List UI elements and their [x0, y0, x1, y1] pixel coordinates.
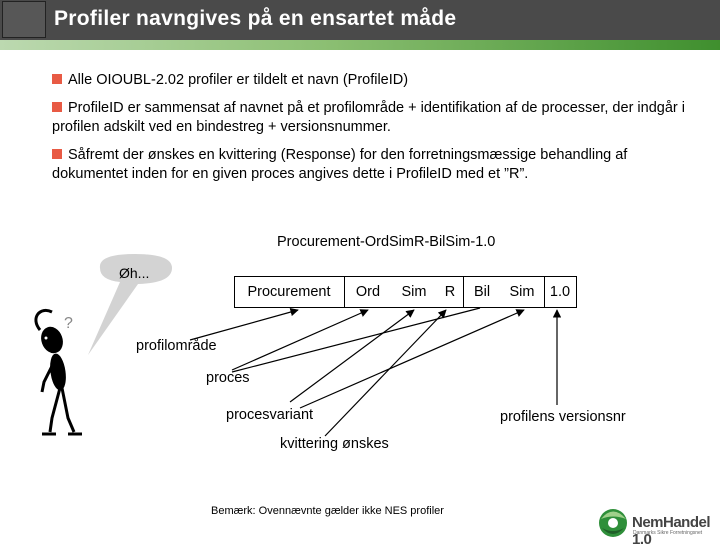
segment-procurement: Procurement: [247, 284, 331, 300]
bullet-text: Alle OIOUBL-2.02 profiler er tildelt et …: [68, 72, 409, 88]
segment-version: 1.0: [549, 284, 571, 300]
segment-sim-2: Sim: [509, 284, 535, 300]
label-procesvariant: procesvariant: [226, 407, 314, 423]
segment-divider: [344, 276, 345, 308]
bullet-item: ProfileID er sammensat af navnet på et p…: [52, 99, 702, 137]
footnote: Bemærk: Ovennævnte gælder ikke NES profi…: [211, 505, 444, 517]
title-bar: Profiler navngives på en ensartet måde: [0, 0, 720, 40]
segment-r: R: [444, 284, 456, 300]
segment-divider: [463, 276, 464, 308]
label-proces: proces: [206, 370, 250, 386]
slide-title: Profiler navngives på en ensartet måde: [54, 7, 457, 30]
segment-ord: Ord: [355, 284, 381, 300]
bullet-text: ProfileID er sammensat af navnet på et p…: [52, 100, 685, 135]
profile-id-example: Procurement-OrdSimR-BilSim-1.0: [277, 234, 496, 250]
profile-id-segments: [234, 276, 577, 308]
green-accent-band: [0, 40, 720, 50]
arrows: [189, 307, 562, 437]
nemhandel-logo-icon: [599, 509, 627, 537]
bullet-square-icon: [52, 102, 62, 112]
bullet-item: Såfremt der ønskes en kvittering (Respon…: [52, 146, 702, 184]
question-mark: ?: [64, 315, 73, 332]
bullet-square-icon: [52, 74, 62, 84]
label-version: profilens versionsnr: [500, 409, 626, 425]
segment-sim: Sim: [401, 284, 427, 300]
segment-bil: Bil: [473, 284, 491, 300]
title-decor-square: [2, 1, 46, 38]
label-profilomraade: profilområde: [136, 338, 217, 354]
label-kvittering: kvittering ønskes: [280, 436, 389, 452]
bullet-list: Alle OIOUBL-2.02 profiler er tildelt et …: [52, 71, 702, 193]
speech-bubble: [88, 254, 172, 355]
segment-divider: [544, 276, 545, 308]
logo-tagline: Danmarks Sikre Forretningsnet: [633, 530, 703, 536]
bullet-text: Såfremt der ønskes en kvittering (Respon…: [52, 147, 628, 182]
bullet-item: Alle OIOUBL-2.02 profiler er tildelt et …: [52, 71, 702, 90]
speech-bubble-text: Øh...: [119, 265, 149, 281]
bullet-square-icon: [52, 149, 62, 159]
confused-figure-icon: [34, 309, 82, 436]
